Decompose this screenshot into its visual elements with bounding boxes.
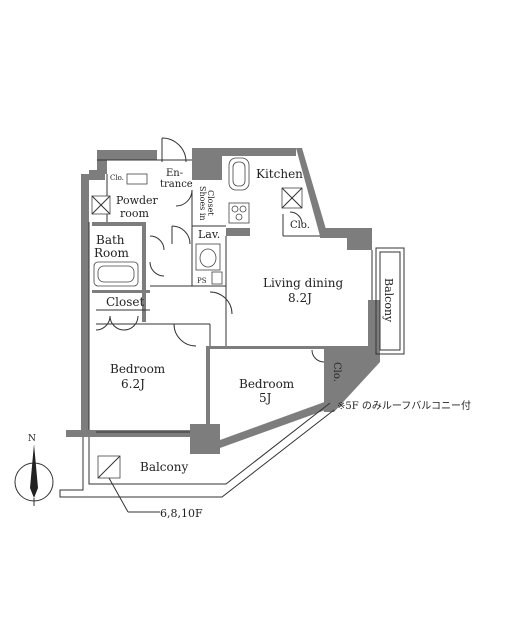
room-labels: Kitchen En- trance Clo. Powder room Shoe…	[94, 167, 395, 474]
bath-room-label: Bath Room	[94, 233, 129, 260]
entrance-label: En- trance	[160, 168, 193, 190]
north-arrow-icon	[30, 444, 38, 498]
balcony-side-label: Balcony	[382, 278, 395, 323]
bedroom1-size: 6.2J	[121, 377, 145, 391]
living-dining-label: Living dining	[263, 276, 343, 290]
bedroom1-label: Bedroom	[110, 362, 166, 376]
shoes-closet-label: Shoes in	[198, 186, 207, 221]
compass: N	[14, 434, 54, 506]
floors-note: 6,8,10F	[160, 507, 203, 520]
walls	[66, 148, 380, 454]
clo-living-label: Clo.	[290, 220, 310, 231]
bedroom2-size: 5J	[259, 391, 272, 405]
clo-small-label: Clo.	[110, 174, 124, 182]
svg-text:Closet: Closet	[206, 190, 215, 216]
lav-label: Lav.	[198, 228, 220, 241]
kitchen-label: Kitchen	[256, 167, 303, 181]
clo-bedroom2-label: Clo.	[331, 362, 342, 382]
powder-room-label: Powder room	[116, 194, 161, 220]
balcony-bottom-label: Balcony	[140, 460, 188, 474]
bedroom2-label: Bedroom	[239, 377, 295, 391]
fixtures	[91, 157, 303, 513]
ps-label: PS	[197, 277, 207, 285]
north-label: N	[28, 434, 36, 444]
roof-balcony-note: ※5F のみルーフバルコニー付	[337, 399, 471, 412]
living-dining-size: 8.2J	[288, 291, 312, 305]
powder-sink	[126, 173, 148, 185]
doors	[95, 137, 325, 363]
closet-label: Closet	[106, 295, 145, 309]
room-lines	[59, 159, 405, 498]
